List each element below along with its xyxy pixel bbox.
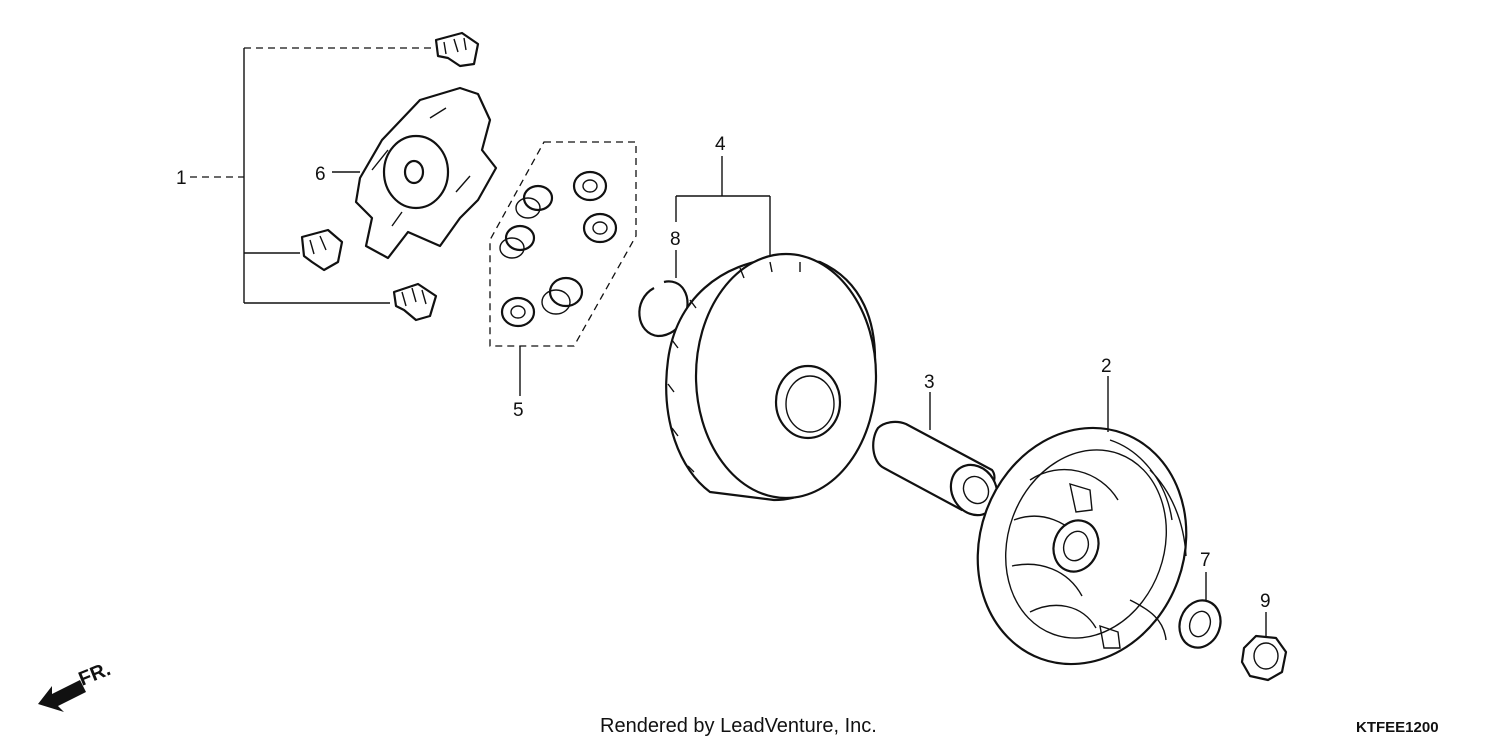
roller-4: [582, 212, 618, 244]
nut-9: [1240, 612, 1288, 682]
callout-2: 2: [1101, 356, 1112, 377]
drive-face-fan-2: [976, 376, 1188, 666]
ramp-plate: [332, 86, 498, 260]
bracket-group-1: [190, 47, 432, 304]
callout-1: 1: [176, 168, 187, 189]
callout-5: 5: [513, 400, 524, 421]
callout-7: 7: [1200, 550, 1211, 571]
slider-piece-top: [434, 31, 480, 68]
roller-6: [500, 296, 536, 328]
callout-4: 4: [715, 134, 726, 155]
diagram-code: KTFEE1200: [1356, 719, 1439, 736]
front-direction-indicator: FR.: [38, 658, 114, 712]
callout-9: 9: [1260, 591, 1271, 612]
front-arrow-icon: [38, 680, 86, 712]
footer-credit: Rendered by LeadVenture, Inc.: [600, 715, 877, 737]
washer-7: [1178, 572, 1222, 649]
callout-3: 3: [924, 372, 935, 393]
callout-6: 6: [315, 164, 326, 185]
movable-drive-face-4: [665, 156, 878, 502]
slider-piece-middle: [300, 228, 344, 272]
roller-2: [572, 170, 608, 202]
front-direction-label: FR.: [76, 658, 114, 690]
drive-collar-3: [872, 392, 999, 517]
roller-group-5: [489, 141, 637, 396]
callout-8: 8: [670, 229, 681, 250]
roller-1: [515, 184, 554, 219]
roller-5: [541, 276, 584, 315]
roller-3: [499, 224, 536, 259]
slider-piece-bottom: [392, 282, 438, 322]
